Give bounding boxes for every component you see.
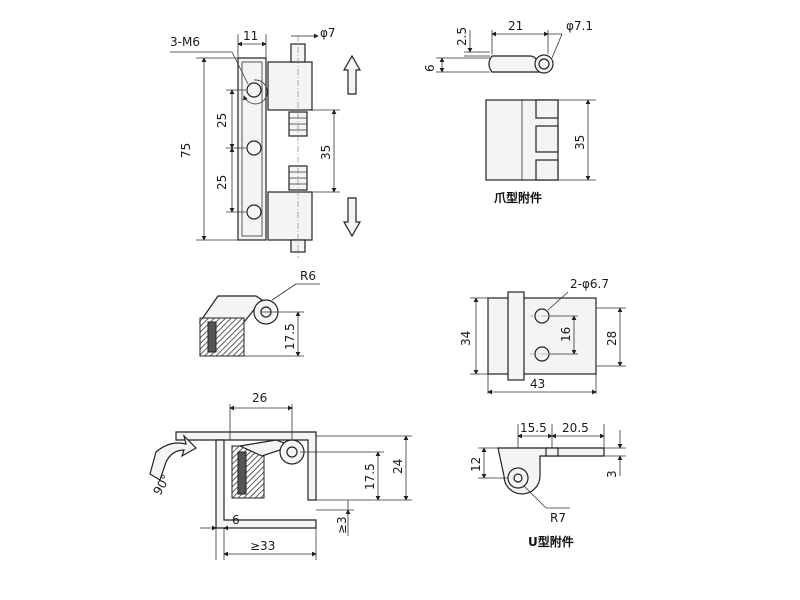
mount-hole-2 — [246, 140, 262, 156]
dim-height-label: 75 — [179, 143, 193, 158]
dim-knuckle-label: 35 — [319, 145, 333, 160]
upper-knuckle — [267, 61, 313, 111]
holes-label: 3-M6 — [170, 35, 200, 49]
u-left-label: 15.5 — [520, 421, 547, 435]
arrow-up-icon — [342, 54, 362, 95]
u-height-label: 12 — [469, 457, 483, 472]
claw-arm — [488, 55, 541, 73]
dim-pin-label: φ7 — [320, 26, 336, 40]
side-height-label: 17.5 — [283, 323, 297, 350]
claw-hole-label: φ7.1 — [566, 19, 593, 33]
u-right-label: 20.5 — [562, 421, 589, 435]
install-offset-label: 6 — [232, 513, 240, 527]
dim-pitch-1-label: 25 — [215, 113, 229, 128]
mount-hole-1 — [246, 82, 262, 98]
u-thickness-label: 3 — [605, 470, 619, 478]
plate-view: 2-φ6.7 34 16 28 43 — [459, 277, 626, 395]
plate-pitch-label: 16 — [559, 327, 573, 342]
mount-hole-3 — [246, 204, 262, 220]
plate-inner-label: 28 — [605, 331, 619, 346]
claw-caption: 爪型附件 — [494, 190, 542, 205]
plate-width-label: 43 — [530, 377, 545, 391]
install-view: 90° 26 17.5 24 ≥3 6 ≥33 — [149, 391, 412, 560]
side-hatch — [199, 317, 245, 357]
install-height-1-label: 17.5 — [363, 463, 377, 490]
claw-thickness-label: 2.5 — [455, 27, 469, 46]
claw-height-label: 35 — [573, 135, 587, 150]
dim-width-label: 11 — [243, 29, 258, 43]
install-gap-label: ≥3 — [335, 516, 349, 534]
claw-view: 21 φ7.1 2.5 6 35 爪型附件 — [423, 19, 596, 205]
frame-profile — [175, 431, 317, 501]
main-view: 11 φ7 3-M6 75 25 25 35 — [170, 26, 362, 258]
side-view: R6 17.5 — [198, 269, 320, 357]
u-radius-label: R7 — [550, 511, 566, 525]
install-span-label: 26 — [252, 391, 267, 405]
install-min-label: ≥33 — [250, 539, 275, 553]
plate-holes-label: 2-φ6.7 — [570, 277, 609, 291]
rotation-arrow-icon — [149, 434, 197, 481]
claw-length-label: 21 — [508, 19, 523, 33]
lower-knuckle — [267, 191, 313, 241]
arrow-down-icon — [342, 197, 362, 238]
dim-pitch-2-label: 25 — [215, 175, 229, 190]
plate-height-label: 34 — [459, 331, 473, 346]
u-type-view: 15.5 20.5 12 3 R7 U型附件 — [469, 421, 626, 549]
u-type-caption: U型附件 — [528, 534, 574, 549]
side-radius-label: R6 — [300, 269, 316, 283]
install-height-2-label: 24 — [391, 459, 405, 474]
claw-offset-label: 6 — [423, 64, 437, 72]
